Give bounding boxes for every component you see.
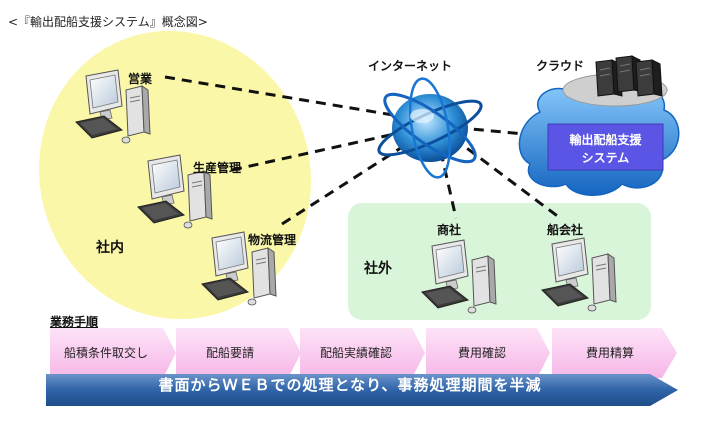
diagram-caption: <『輸出配船支援システム』概念図>	[8, 15, 208, 29]
external-label: 社外	[364, 261, 392, 277]
workflow-step-5-label: 費用精算	[586, 345, 634, 360]
server-rack-icon	[595, 55, 663, 97]
summary-banner	[46, 374, 678, 406]
workflow-step-3	[300, 328, 425, 378]
workflow-step-3-label: 配船実績確認	[320, 345, 392, 360]
link-trading-company	[435, 134, 458, 219]
node-label-trading-company: 商社	[437, 223, 462, 237]
workflow-steps: 船積条件取交し 配船要請 配船実績確認 費用確認 費用精算	[50, 328, 677, 378]
node-label-sales: 営業	[128, 72, 153, 86]
workflow-step-4	[426, 328, 550, 378]
node-label-logistics: 物流管理	[248, 233, 297, 247]
node-label-production: 生産管理	[193, 161, 242, 175]
link-logistics	[281, 126, 433, 226]
internet-globe-icon	[377, 77, 483, 179]
workflow-step-2-label: 配船要請	[206, 346, 254, 360]
workflow-step-1-label: 船積条件取交し	[64, 345, 148, 360]
workflow-step-4-label: 費用確認	[458, 345, 506, 360]
cloud-label: クラウド	[536, 59, 585, 73]
workflow-step-2	[176, 328, 301, 378]
internet-label: インターネット	[368, 59, 453, 73]
workflow-title: 業務手順	[50, 315, 99, 329]
workflow-step-1	[50, 328, 176, 378]
system-label-line1: 輸出配船支援	[569, 133, 642, 147]
system-box	[547, 123, 664, 171]
workflow-step-5	[552, 328, 677, 378]
summary-banner-text: 書面からＷＥＢでの処理となり、事務処理期間を半減	[158, 376, 542, 394]
internal-label: 社内	[96, 240, 124, 256]
node-label-shipping-company: 船会社	[547, 223, 584, 237]
system-label-line2: システム	[581, 151, 630, 165]
